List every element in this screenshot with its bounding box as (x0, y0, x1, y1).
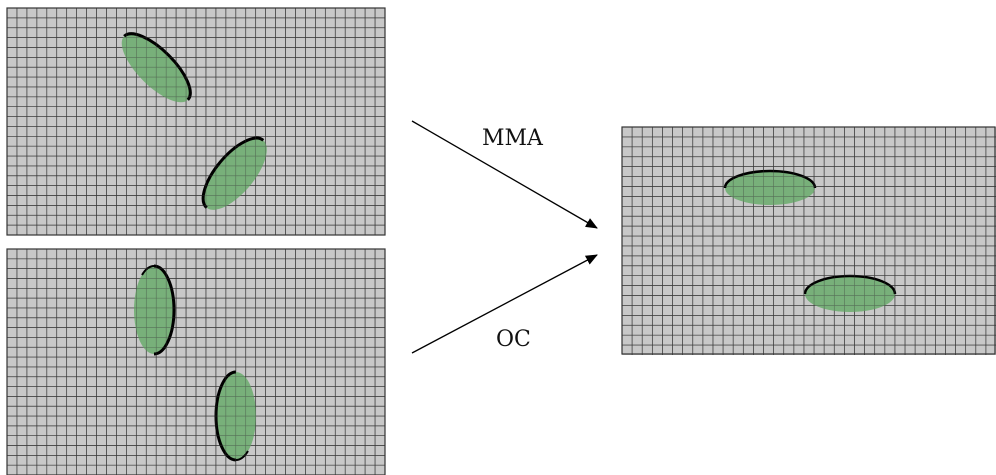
inclusion (723, 169, 817, 205)
mesh-border (6, 7, 386, 236)
mma-initial-panel (6, 7, 386, 236)
mesh-overlay (622, 127, 996, 355)
mesh-border (621, 126, 996, 355)
mesh-background (622, 127, 996, 355)
oc-label: OC (496, 327, 531, 352)
mesh-overlay (7, 249, 385, 475)
mesh-border (6, 248, 386, 475)
mma-arrow (411, 120, 598, 229)
mma-label: MMA (482, 126, 544, 151)
inclusion (134, 264, 176, 356)
oc-initial-panel (6, 248, 386, 475)
oc-arrow (411, 254, 598, 354)
optimized-result-panel (621, 126, 996, 355)
inclusion (803, 274, 897, 312)
mesh-overlay (7, 8, 385, 235)
